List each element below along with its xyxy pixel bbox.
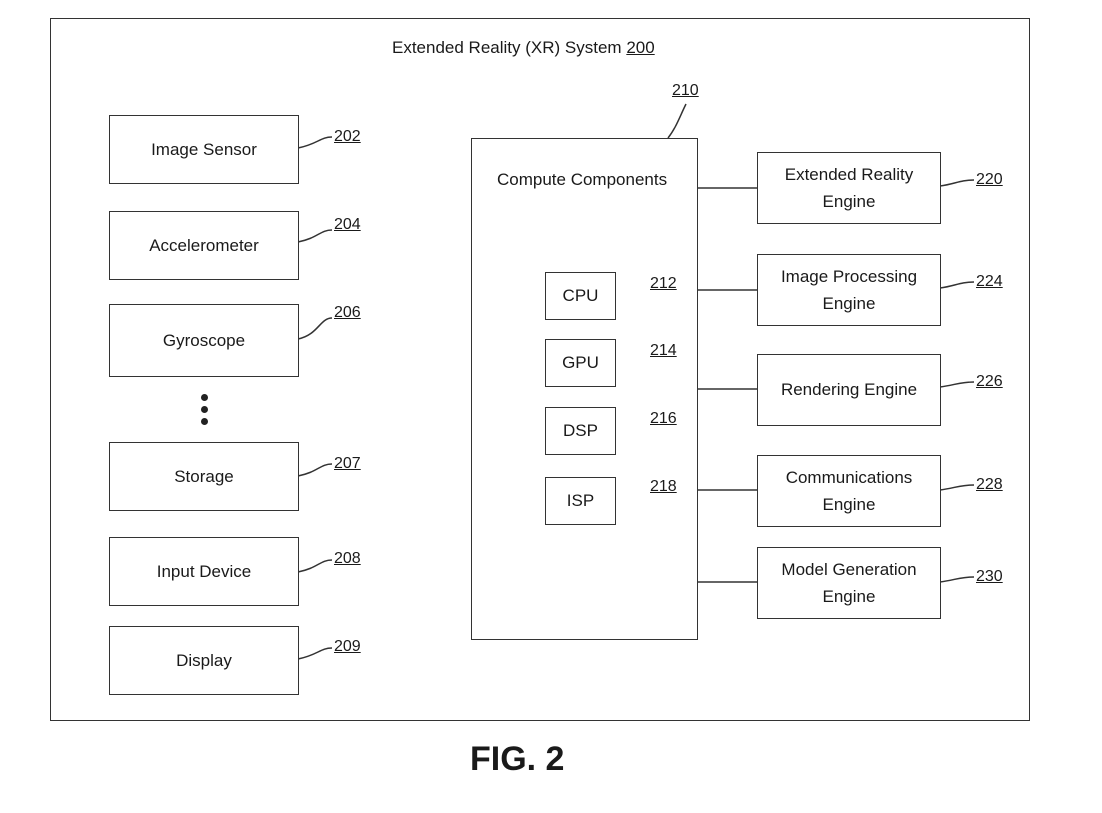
xr-system-frame [50,18,1030,721]
rendering-engine-label: Rendering Engine [780,380,918,400]
input-device-ref: 208 [334,550,361,567]
storage-box: Storage [109,442,299,511]
gyroscope-label: Gyroscope [162,330,246,350]
storage-label: Storage [174,466,234,486]
figure-caption: FIG. 2 [470,740,565,778]
system-title-text: Extended Reality (XR) System [392,38,622,57]
accelerometer-label: Accelerometer [149,235,259,255]
model-generation-engine-ref: 230 [976,568,1003,585]
gpu-ref: 214 [650,342,677,359]
compute-components-label: Compute Components [497,170,668,189]
communications-engine-line2: Engine [822,495,876,514]
isp-box: ISP [545,477,616,525]
dsp-label: DSP [563,421,598,441]
gpu-label: GPU [562,353,599,373]
dsp-ref: 216 [650,410,677,427]
accelerometer-ref: 204 [334,216,361,233]
isp-label: ISP [566,491,595,511]
extended-reality-engine-line1: Extended Reality [784,164,914,184]
model-generation-engine-line1: Model Generation [781,559,917,579]
dsp-box: DSP [545,407,616,455]
gyroscope-ref: 206 [334,304,361,321]
system-ref: 200 [626,38,655,57]
cpu-ref: 212 [650,275,677,292]
display-ref: 209 [334,638,361,655]
image-processing-engine-line2: Engine [822,294,876,313]
image-sensor-label: Image Sensor [151,139,257,159]
compute-components-box [471,138,698,640]
rendering-engine-box: Rendering Engine [757,354,941,426]
communications-engine-ref: 228 [976,476,1003,493]
input-device-label: Input Device [156,561,252,581]
model-generation-engine-line2: Engine [822,587,876,606]
communications-engine-line1: Communications [785,467,913,487]
isp-ref: 218 [650,478,677,495]
image-processing-engine-line1: Image Processing [780,266,918,286]
storage-ref: 207 [334,455,361,472]
accelerometer-box: Accelerometer [109,211,299,280]
gpu-box: GPU [545,339,616,387]
system-title: Extended Reality (XR) System 200 [392,38,655,58]
extended-reality-engine-line2: Engine [822,192,876,211]
image-processing-engine-ref: 224 [976,273,1003,290]
display-box: Display [109,626,299,695]
cpu-label: CPU [562,286,599,306]
gyroscope-box: Gyroscope [109,304,299,377]
image-sensor-box: Image Sensor [109,115,299,184]
image-sensor-ref: 202 [334,128,361,145]
cpu-box: CPU [545,272,616,320]
input-device-box: Input Device [109,537,299,606]
compute-components-ref: 210 [672,82,699,99]
rendering-engine-ref: 226 [976,373,1003,390]
extended-reality-engine-ref: 220 [976,171,1003,188]
display-label: Display [176,650,232,670]
ellipsis-dots [200,394,210,430]
